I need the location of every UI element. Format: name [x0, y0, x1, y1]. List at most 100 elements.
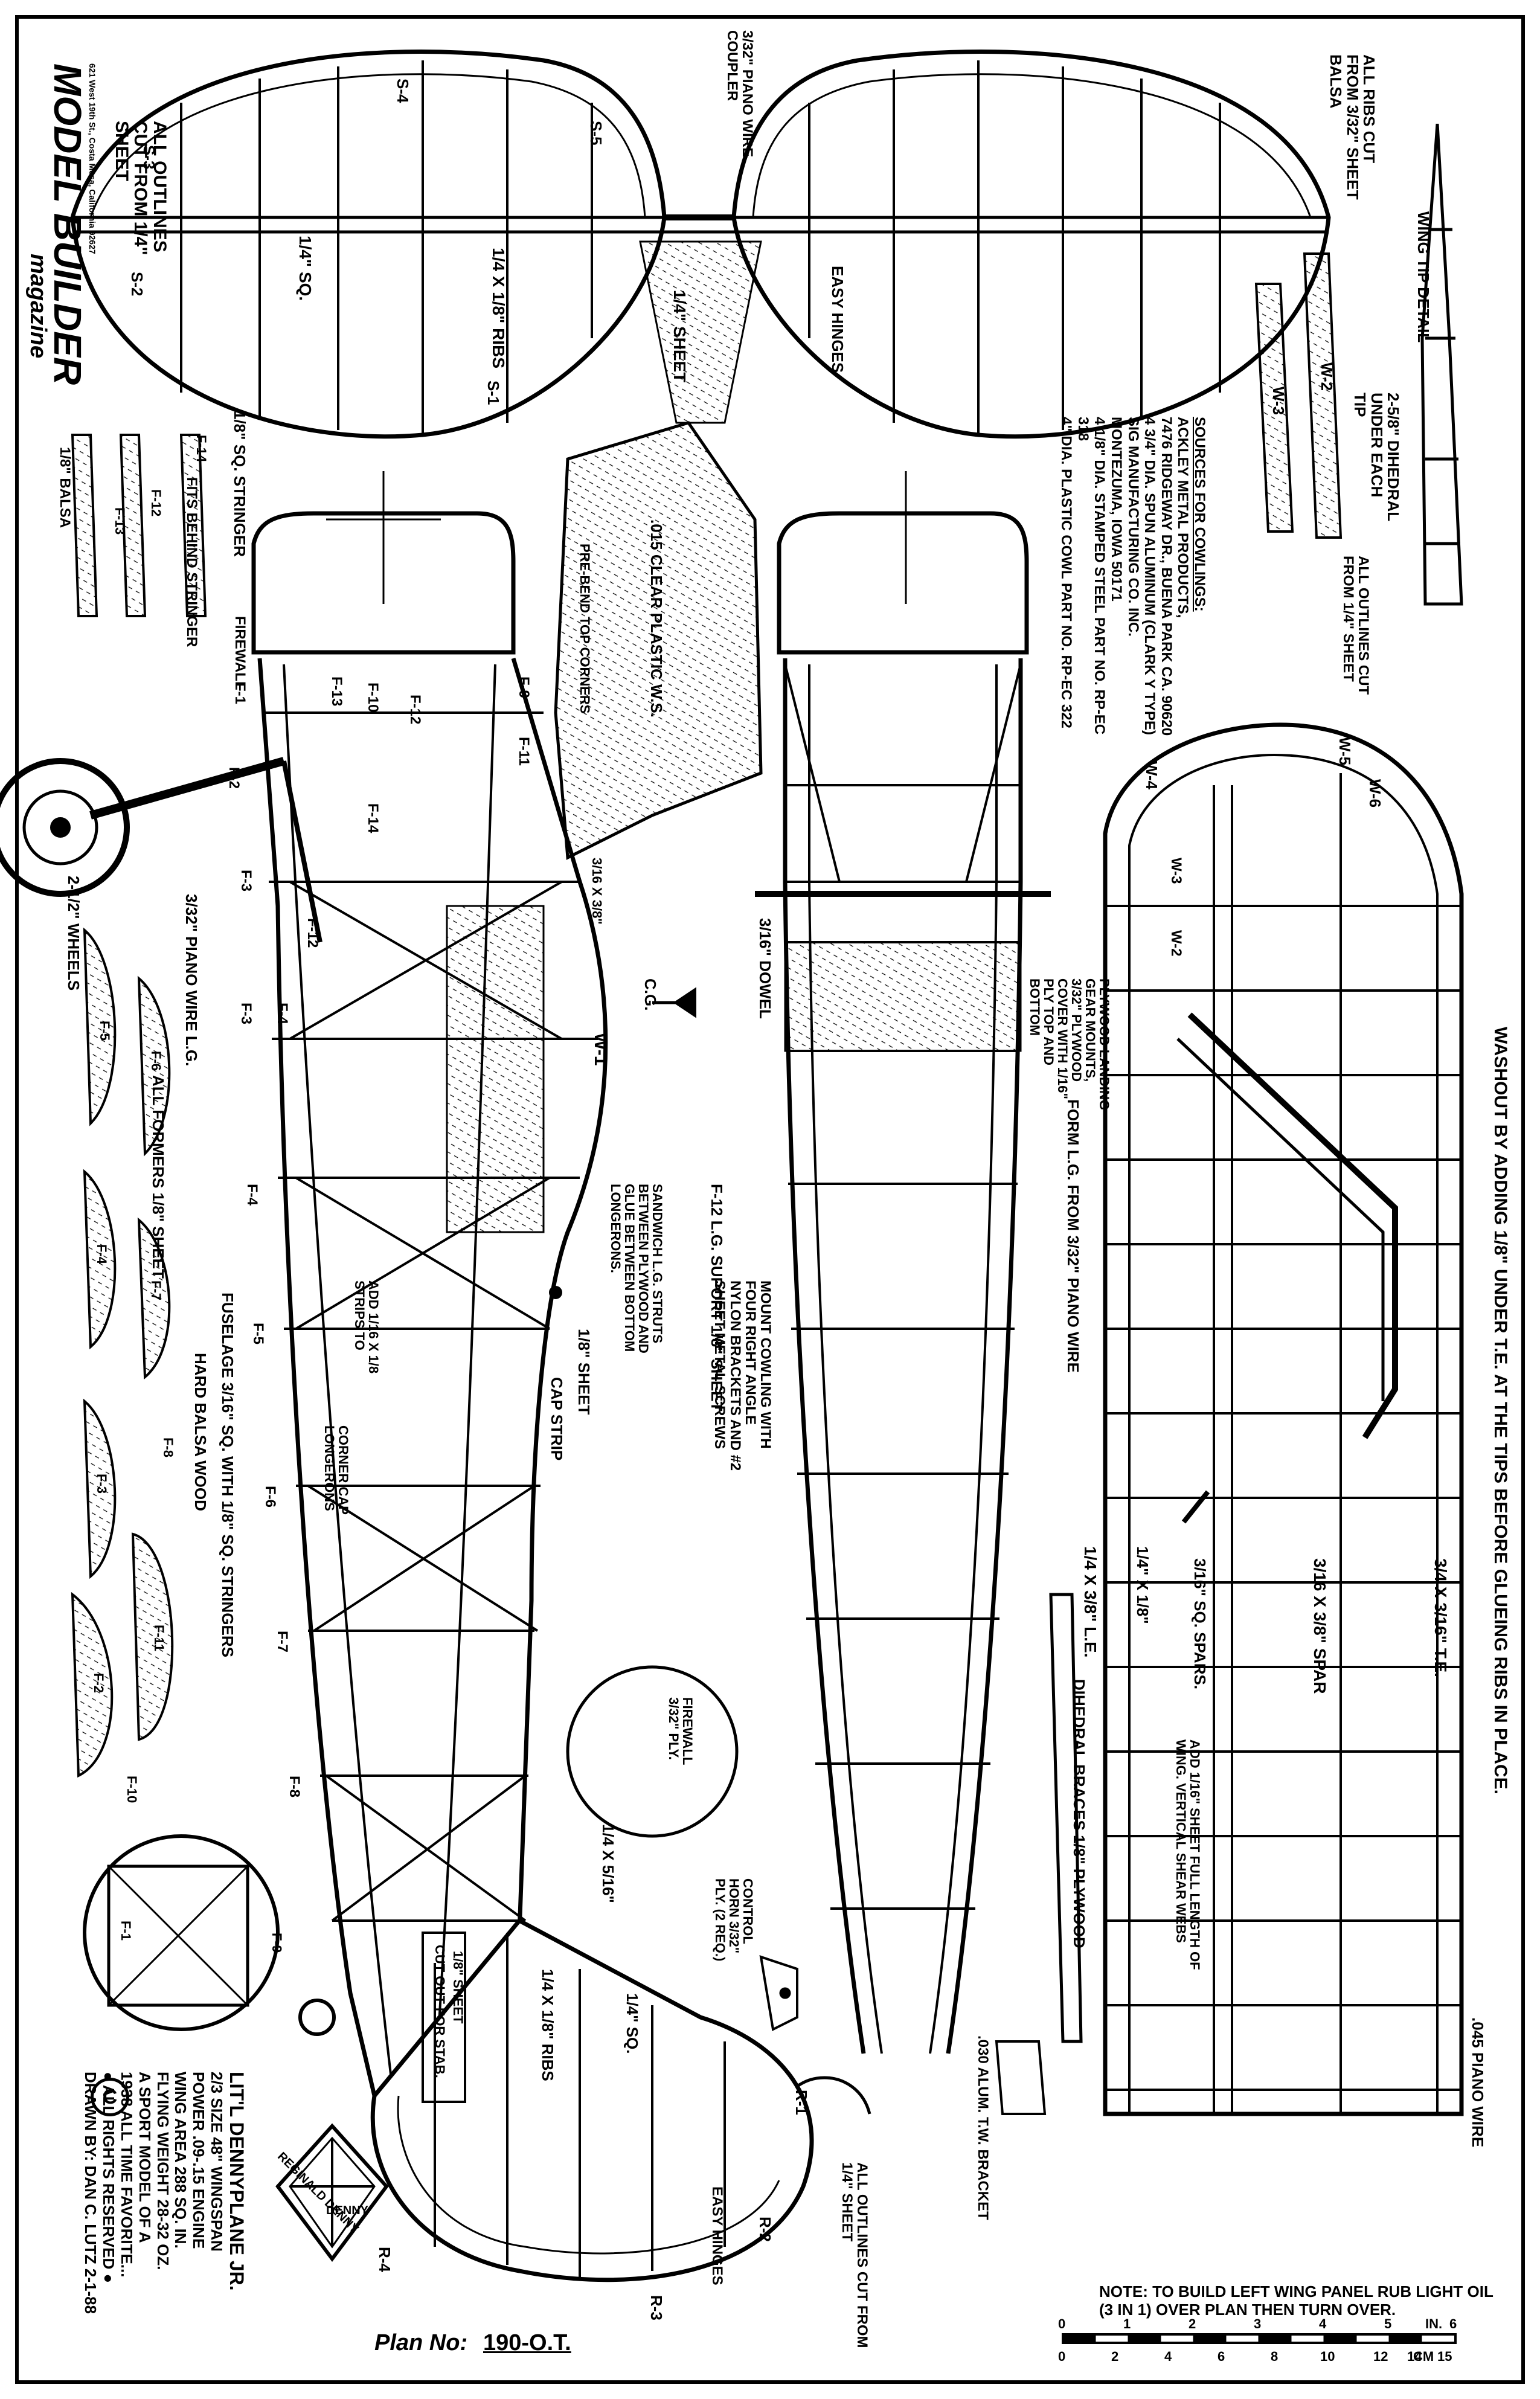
- ribs-cut-label: ALL RIBS CUT FROM 3/32" SHEET BALSA: [1327, 54, 1378, 200]
- title-line: A SPORT MODEL OF A: [135, 2072, 154, 2243]
- sandwich-label: SANDWICH L.G. STRUTS BETWEEN PLYWOOD AND…: [608, 1184, 665, 1354]
- cowling-source-line: SOURCES FOR COWLINGS:: [1192, 417, 1208, 612]
- rudder-part-r2: R-2: [756, 2217, 774, 2242]
- lg-support-label: F-12 L.G. SUPORT 1/8" SHEET: [708, 1184, 726, 1411]
- te-label: 3/4 X 3/16" T.E.: [1431, 1558, 1450, 1677]
- part-f1: F-1: [118, 1921, 133, 1941]
- former-f6: F-6: [262, 1486, 278, 1508]
- fuselage-note: FUSELAGE 3/16" SQ. WITH 1/8" SQ. STRINGE…: [219, 1293, 237, 1657]
- stab-part-s1: S-1: [484, 381, 502, 405]
- dihedral-braces-label: DIHEDRAL BRACES 1/8" PLYWOOD: [1070, 1679, 1088, 1948]
- stab-center-label: 1/4" SHEET: [670, 290, 689, 383]
- part-f11: F-11: [152, 1625, 167, 1652]
- washout-label: WASHOUT BY ADDING 1/8" UNDER T.E. AT THE…: [1490, 1027, 1510, 1795]
- cowling-source-line: ACKLEY METAL PRODUCTS,: [1175, 417, 1192, 618]
- plan-number: 190-O.T.: [483, 2330, 571, 2356]
- scale-cm-8: 8: [1271, 2349, 1279, 2364]
- scale-cm-12: 12: [1373, 2349, 1388, 2364]
- plan-number-label: Plan No:: [374, 2330, 468, 2356]
- windshield-bend-label: PRE-BEND TOP CORNERS: [577, 544, 592, 714]
- f14-note: FITS BEHIND STRINGER: [184, 477, 200, 647]
- rudder-cutout-label: CUT OUT FOR STAB.: [432, 1945, 448, 2078]
- stab-part-s2: S-2: [128, 272, 146, 297]
- wing-drawing: [995, 722, 1464, 2116]
- title-line: DRAWN BY: DAN C. LUTZ 2-1-88: [81, 2072, 100, 2314]
- scale-inch-unit: IN.: [1425, 2316, 1443, 2331]
- part-f12: F-12: [149, 489, 164, 517]
- scale-cm-4: 4: [1164, 2349, 1172, 2364]
- dihedral-tip-label: 2-5/8" DIHEDRAL UNDER EACH TIP: [1351, 393, 1402, 521]
- rudder-hinges-label: EASY HINGES: [709, 2186, 725, 2285]
- magazine-title: MODEL BUILDER: [46, 63, 89, 385]
- wing-outlines-label: ALL OUTLINES CUT FROM 1/4" SHEET: [1339, 556, 1372, 695]
- spar-label: 3/16 X 3/8" SPAR: [1311, 1558, 1329, 1694]
- stab-part-s4: S-4: [394, 79, 412, 103]
- stab-hinges-label: EASY HINGES: [829, 266, 847, 373]
- stabilizer-drawing: [70, 50, 1331, 439]
- piano-wire-label: .045 PIANO WIRE: [1469, 2017, 1487, 2148]
- rudder-part-r1: R-1: [792, 2090, 810, 2115]
- w1-label: W-1: [591, 1033, 611, 1066]
- balsa-label: 1/8" BALSA: [57, 447, 73, 528]
- part-f6: F-6: [149, 1051, 164, 1071]
- stamp-ring: DENNY: [326, 2204, 369, 2217]
- magazine-subtitle: magazine: [25, 254, 51, 359]
- fuselage-side-drawing: [0, 471, 696, 2096]
- scale-inch-6: 6: [1449, 2316, 1457, 2331]
- former-f4: F-4: [274, 1003, 290, 1024]
- cowling-source-line: SIG MANUFACTURING CO. INC.: [1125, 417, 1141, 637]
- sheet-border: [15, 15, 1525, 2384]
- form-lg-label: FORM L.G. FROM 3/32" PIANO WIRE: [1064, 1099, 1082, 1373]
- part-f9: F-9: [269, 1933, 284, 1953]
- copyright-letter: C: [102, 2085, 118, 2108]
- add-strips-label: ADD 1/16 X 1/8 STRIPS TO: [351, 1280, 381, 1374]
- rudder-sheet-label: 1/8" SHEET: [451, 1951, 466, 2024]
- scale-inch-4: 4: [1319, 2316, 1327, 2331]
- scale-inch-0: 0: [1058, 2316, 1066, 2331]
- magazine-address: 621 West 19th St., Costa Mesa, Californi…: [88, 63, 97, 254]
- wing-part-w2: W-2: [1318, 362, 1336, 391]
- cowling-source-line: 7476 RIDGEWAY DR., BUENA PARK CA. 90620: [1158, 417, 1175, 736]
- scale-inch-2: 2: [1189, 2316, 1196, 2331]
- wheels-label: 2-1/2" WHEELS: [65, 876, 83, 991]
- scale-cm-14: 14: [1407, 2349, 1422, 2364]
- title-line: 2/3 SIZE 48" WINGSPAN: [208, 2072, 226, 2252]
- piano-wire-lg-label: 3/32" PIANO WIRE L.G.: [182, 894, 201, 1067]
- part-f2: F-2: [91, 1673, 106, 1693]
- wing-part-w2b: W-2: [1168, 930, 1184, 957]
- shear-webs-label: ADD 1/16" SHEET FULL LENGTH OF WING. VER…: [1173, 1739, 1202, 1970]
- rudder-ribs-label: 1/4 X 1/8" RIBS: [539, 1969, 557, 2081]
- windshield-label: .015 CLEAR PLASTIC W.S.: [647, 519, 666, 718]
- former-f8: F-8: [286, 1776, 303, 1797]
- part-f5: F-5: [97, 1021, 112, 1041]
- stab-coupler-label: 3/32" PIANO WIRE COUPLER: [723, 30, 756, 158]
- scale-inch-5: 5: [1384, 2316, 1392, 2331]
- former-f12: F-12: [407, 695, 423, 725]
- plywood-lg-label: PLYWOOD LANDING GEAR MOUNTS, 3/32" PLYWO…: [1027, 978, 1112, 1110]
- stab-part-s5: S-5: [587, 121, 605, 146]
- hole-label: 3/16 X 3/8": [589, 858, 605, 925]
- part-f3: F-3: [94, 1474, 109, 1494]
- rudder-outlines-label: ALL OUTLINES CUT FROM 1/4" SHEET: [838, 2162, 870, 2348]
- scale-bar: [1062, 2333, 1457, 2344]
- scale-cm-6: 6: [1218, 2349, 1225, 2364]
- stab-part-s3: S-3: [140, 145, 158, 170]
- rudder-part-r3: R-3: [647, 2295, 666, 2320]
- hard-balsa-label: HARD BALSA WOOD: [191, 1353, 210, 1511]
- fuselage-top-drawing: [566, 471, 1051, 2115]
- former-f14: F-14: [365, 803, 381, 833]
- scale-cm-10: 10: [1320, 2349, 1335, 2364]
- reginald-denny-stamp: [275, 2123, 389, 2262]
- build-note: NOTE: TO BUILD LEFT WING PANEL RUB LIGHT…: [1099, 2282, 1493, 2319]
- stab-sq-label: 1/4" SQ.: [296, 236, 315, 301]
- scale-cm-0: 0: [1058, 2349, 1066, 2364]
- former-parts: [71, 434, 207, 1778]
- formers-label: ALL FORMERS 1/8" SHEET: [149, 1075, 167, 1279]
- former-f3b: F-3: [238, 1003, 254, 1024]
- former-f1-f9: [83, 1834, 280, 2031]
- eighth-sheet-label: 1/8" SHEET: [575, 1329, 593, 1415]
- part-f10: F-10: [124, 1776, 140, 1803]
- former-f12b: F-12: [304, 918, 321, 948]
- former-f13: F-13: [329, 676, 345, 707]
